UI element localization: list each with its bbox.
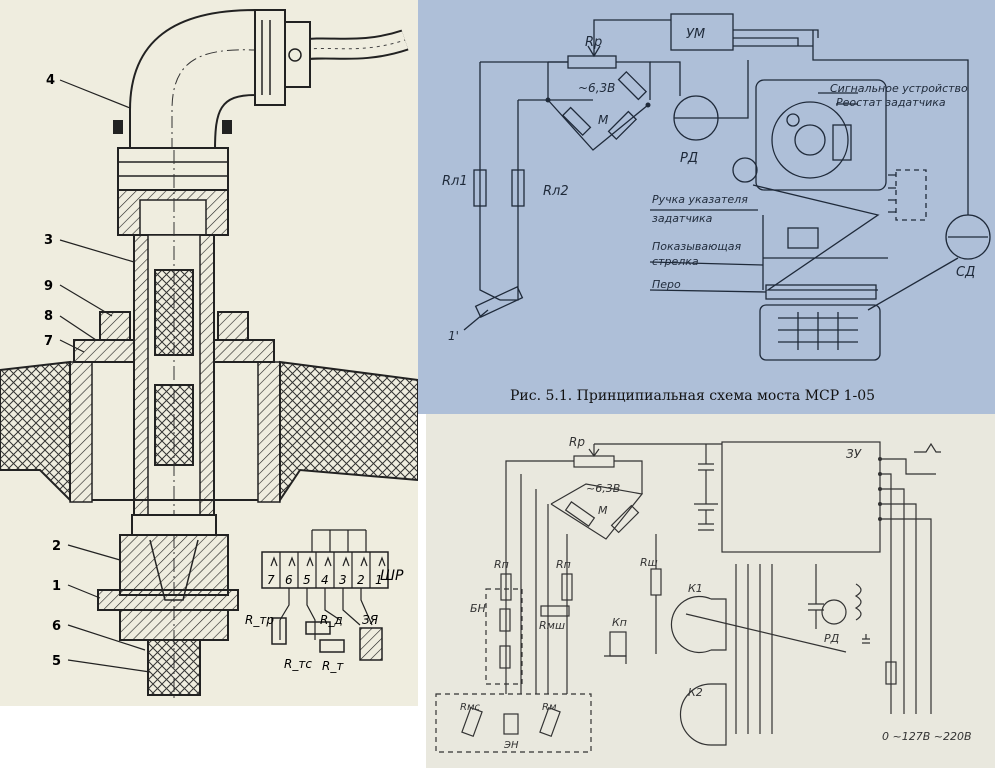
rmsh-label: Rмш [539,619,565,632]
rmc-label: Rмс [460,702,480,713]
callout-4: 4 [46,73,55,88]
callout-8: 8 [44,309,53,324]
chart-roll-top [765,284,877,300]
elbow-head [129,8,256,151]
memory-block-zu [721,441,881,553]
kn-label: Кп [612,616,627,629]
reversible-motor-rd-2 [821,599,847,625]
m-label: М [598,113,609,127]
k2-label: К2 [688,686,703,699]
rp-rheostat-2 [573,455,615,468]
pin-4: 4 [321,573,329,587]
r-tr-label: R_тр [245,613,274,627]
setpoint-handle [732,157,758,183]
pin-2: 2 [357,573,365,587]
callout-9: 9 [44,279,53,294]
msr-bridge-schematic: Rр УМ ~6,3В М Rл1 Rл2 РД СД 1' Сигнально… [418,0,995,414]
zu-label: ЗУ [846,447,862,461]
k1-label: К1 [688,582,703,595]
cam-k2 [679,683,712,746]
zya-label: ЗЯ [362,613,379,627]
rmsh-resistor [540,605,570,617]
bn-label: БН [470,602,486,615]
amplifier-block [670,13,734,51]
voltage-label: ~6,3В [578,81,615,95]
rl1-label: Rл1 [442,174,468,189]
rn-resistor-1 [500,573,512,601]
sensor-1 [474,285,524,319]
msr-schematic-svg: Rр УМ ~6,3В М Rл1 Rл2 РД СД 1' Сигнально… [442,13,991,404]
pointer-label-1: Показывающая [652,240,742,253]
voltage-label-2: ~6,3В [586,482,620,495]
synchronous-motor-sd [945,214,991,260]
pen-label: Перо [652,278,681,291]
sensor-label: 1' [448,329,459,343]
setpoint-handle-label-1: Ручка указателя [652,193,748,206]
rp-rheostat [567,55,617,69]
rl1-resistor [473,169,487,207]
instrument-frame [755,79,887,191]
connector-wiring: 7 6 5 4 3 2 1 ШР R_тр R_тс R_д R_т ЗЯ [245,529,404,673]
rsh-label: Rш [640,556,658,569]
sensor-assembly-svg: 4 3 9 8 7 2 1 6 5 7 6 5 4 3 2 1 [0,8,418,700]
supply-terminals-label: 0 ~127В ~220В [882,730,972,743]
pin-3: 3 [339,573,347,587]
kn-key [609,631,627,657]
cam-k1 [670,595,712,654]
lower-head [119,534,229,596]
rl2-resistor [511,169,525,207]
pin-6: 6 [285,573,293,587]
rl2-label: Rл2 [543,184,569,199]
control-schematic-svg: Rр ЗУ ~6,3В М Rп Rп Rш Rмш БН Кп К1 К2 Р… [435,435,972,753]
rp-label-2: Rр [569,435,585,449]
sd-label: СД [956,265,975,280]
bn-block [485,588,523,685]
rd-label: РД [680,151,698,166]
setpoint-handle-label-2: задатчика [652,212,713,225]
rn-label-2: Rп [556,558,571,571]
callout-5: 5 [52,654,61,669]
zn-label: ЭН [503,740,519,751]
um-label: УМ [686,27,705,42]
r-t-label: R_т [322,659,344,673]
callout-3: 3 [44,233,53,248]
chart-paper [759,304,881,361]
callout-6: 6 [52,619,61,634]
figure-caption: Рис. 5.1. Принципиальная схема моста МСР… [510,388,875,404]
control-schematic: Rр ЗУ ~6,3В М Rп Rп Rш Rмш БН Кп К1 К2 Р… [426,414,995,768]
r-tc-label: R_тс [284,657,312,671]
setpoint-dial [771,101,849,179]
plug-label: ШР [380,568,404,584]
rsh-resistor [650,568,662,596]
pointer-label-2: стрелка [652,255,699,268]
wall-lining-right [279,360,418,504]
callout-2: 2 [52,539,61,554]
pin-5: 5 [303,573,311,587]
sensor-assembly-drawing: 4 3 9 8 7 2 1 6 5 7 6 5 4 3 2 1 [0,0,418,706]
signal-device-label: Сигнальное устройство [830,82,968,95]
callout-1: 1 [52,579,61,594]
zn-block [435,693,592,753]
pin-1: 1 [375,573,383,587]
setpoint-rheostat-label: Реостат задатчика [836,96,946,109]
wall-lining-left [0,360,71,503]
rn-label-1: Rп [494,558,509,571]
r-d-label: R_д [320,613,343,627]
m-label-2: М [598,504,608,517]
terminal-block [147,639,201,696]
callout-7: 7 [44,334,53,349]
pin-7: 7 [267,573,275,587]
rp-label: Rр [585,35,602,50]
rm-label: Rм [542,702,557,713]
rd-label-2: РД [824,632,840,645]
